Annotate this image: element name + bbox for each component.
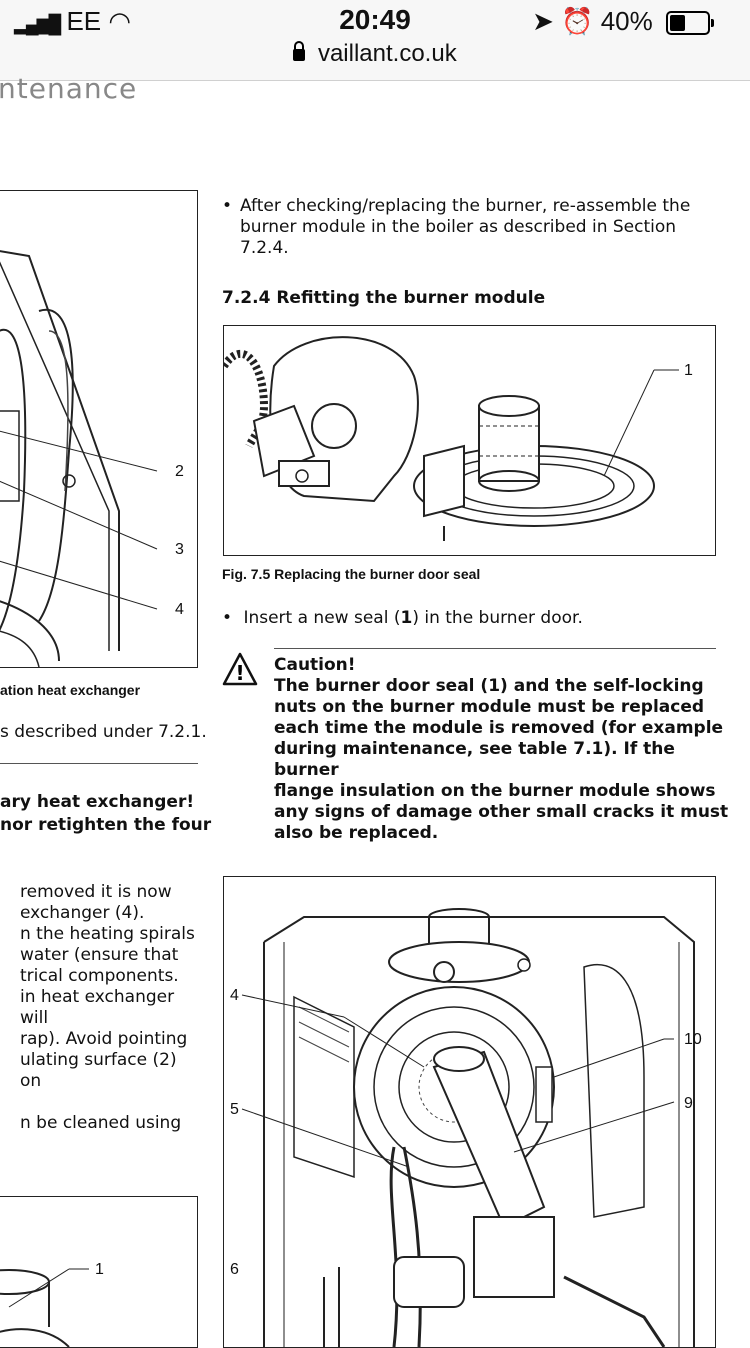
bullet-reassemble-text: After checking/replacing the burner, re-… xyxy=(240,196,691,258)
figure-7-5: 1 xyxy=(223,325,716,556)
figure-label-4-right: 4 xyxy=(230,987,239,1004)
left-text-line: s described under 7.2.1. xyxy=(0,722,207,742)
carrier-signal: ▂▄▆█ EE ◠ xyxy=(14,6,131,37)
left-body-line: rap). Avoid pointing xyxy=(20,1029,188,1049)
bullet-dot: • xyxy=(222,196,233,216)
caution-line: The burner door seal (1) and the self-lo… xyxy=(274,676,704,696)
figure-label-5: 5 xyxy=(230,1101,239,1118)
left-bottom-figure: 1 xyxy=(0,1196,198,1348)
caution-line: each time the module is removed (for exa… xyxy=(274,718,724,738)
caution-divider xyxy=(274,648,716,649)
address-bar[interactable]: vaillant.co.uk xyxy=(0,40,750,68)
boiler-drawing-left xyxy=(0,250,158,667)
figure-label-3: 3 xyxy=(175,541,184,558)
bullet-insert-seal: • Insert a new seal (1) in the burner do… xyxy=(222,608,712,629)
caution-line: any signs of damage other small cracks i… xyxy=(274,802,729,822)
left-body-line: trical components. xyxy=(20,966,179,986)
left-divider xyxy=(0,763,198,764)
caution-line: during maintenance, see table 7.1). If t… xyxy=(274,739,675,780)
browser-status-bar: ▂▄▆█ EE ◠ 20:49 ➤ ⏰ 40% vaillant.co.uk xyxy=(0,0,750,81)
left-body-line: water (ensure that xyxy=(20,945,179,965)
left-figure-caption: ation heat exchanger xyxy=(0,682,141,698)
figure-label-1-bottom: 1 xyxy=(95,1261,104,1278)
figure-boiler-open: 4 10 5 9 6 xyxy=(223,876,716,1348)
clock: 20:49 xyxy=(339,4,411,35)
left-body-line: in heat exchanger will xyxy=(20,987,175,1028)
wifi-icon: ◠ xyxy=(108,6,132,36)
status-right: ➤ ⏰ 40% xyxy=(532,6,714,37)
figure-label-10: 10 xyxy=(684,1031,702,1048)
section-heading-7-2-4: 7.2.4 Refitting the burner module xyxy=(222,288,546,308)
battery-percent: 40% xyxy=(600,6,653,36)
alarm-icon: ⏰ xyxy=(561,6,594,36)
left-body-line: n the heating spirals xyxy=(20,924,195,944)
left-body-line: n be cleaned using xyxy=(20,1113,182,1133)
figure-7-5-caption: Fig. 7.5 Replacing the burner door seal xyxy=(222,566,481,582)
warning-triangle-icon: ! xyxy=(222,652,258,686)
boiler-drawing-right xyxy=(241,908,695,1347)
left-body-line xyxy=(0,1092,200,1113)
caution-line: also be replaced. xyxy=(274,823,439,843)
bullet-insert-num: 1 xyxy=(400,608,413,628)
figure-label-4: 4 xyxy=(175,601,184,618)
burner-drawing-left-bottom xyxy=(0,1268,89,1347)
left-body-line: ulating surface (2) on xyxy=(20,1050,177,1091)
caution-line: nuts on the burner module must be replac… xyxy=(274,697,705,717)
figure-label-9: 9 xyxy=(684,1095,693,1112)
url-text: vaillant.co.uk xyxy=(317,40,457,67)
location-icon: ➤ xyxy=(532,6,554,36)
bullet-dot: • xyxy=(222,608,233,628)
bullet-insert-text-post: ) in the burner door. xyxy=(412,608,583,628)
burner-module-drawing xyxy=(224,336,679,541)
bullet-reassemble: • After checking/replacing the burner, r… xyxy=(222,196,712,259)
left-warning-line-2: nor retighten the four xyxy=(0,815,212,835)
svg-text:!: ! xyxy=(235,661,244,685)
section-heading-fragment: ntenance xyxy=(0,72,138,105)
signal-icon: ▂▄▆█ xyxy=(14,14,61,34)
figure-label-2: 2 xyxy=(175,463,184,480)
left-body-text: removed it is now exchanger (4). n the h… xyxy=(0,882,200,1134)
lock-icon xyxy=(293,40,306,61)
caution-title: Caution! xyxy=(274,655,356,675)
battery-icon xyxy=(666,11,714,36)
bullet-insert-text-pre: Insert a new seal ( xyxy=(243,608,401,628)
carrier-name: EE xyxy=(66,6,102,36)
left-figure: 2 3 4 xyxy=(0,190,198,668)
left-warning-line-1: ary heat exchanger! xyxy=(0,792,195,812)
caution-line: flange insulation on the burner module s… xyxy=(274,781,716,801)
left-body-line: removed it is now xyxy=(20,882,172,902)
left-body-line: exchanger (4). xyxy=(20,903,145,923)
figure-label-1: 1 xyxy=(684,362,693,379)
caution-block: Caution! The burner door seal (1) and th… xyxy=(274,655,734,844)
figure-label-6: 6 xyxy=(230,1261,239,1278)
